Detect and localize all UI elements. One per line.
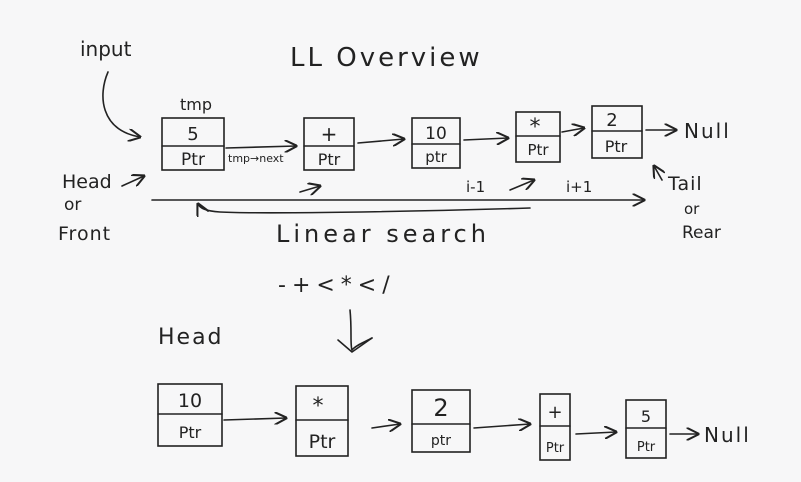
bottom-node-3: 2 ptr xyxy=(411,389,471,453)
bottom-node-4-value: + xyxy=(547,402,562,423)
search-label: Linear search xyxy=(276,220,490,248)
top-node-4-value: * xyxy=(530,115,541,140)
bottom-node-5-value: 5 xyxy=(641,407,651,426)
input-label: input xyxy=(80,37,132,61)
bottom-node-5-ptr: Ptr xyxy=(637,440,656,455)
bottom-node-3-ptr: ptr xyxy=(431,433,451,449)
top-node-3-value: 10 xyxy=(425,124,447,144)
top-node-1: 5 Ptr xyxy=(161,117,225,171)
top-arrow-4 xyxy=(561,128,584,132)
tmp-next-label: tmp→next xyxy=(228,152,284,165)
top-node-3: 10 ptr xyxy=(411,117,461,169)
i-minus-1-label: i-1 xyxy=(466,178,485,196)
top-node-2-ptr: Ptr xyxy=(318,150,341,169)
i-minus-1-arrow xyxy=(509,180,534,191)
top-node-5-ptr: Ptr xyxy=(605,137,628,156)
top-node-3-ptr: ptr xyxy=(425,148,447,166)
top-node-2-value: + xyxy=(321,122,338,146)
rear-label: Rear xyxy=(682,223,721,243)
tail-label: Tail xyxy=(667,173,703,195)
bottom-node-2: * Ptr xyxy=(295,385,349,457)
bottom-node-2-value: * xyxy=(313,394,324,419)
or-label-right: or xyxy=(684,200,700,218)
top-node-1-ptr: Ptr xyxy=(181,150,205,170)
top-null-label: Null xyxy=(684,119,731,143)
expression-label: -+<*</ xyxy=(278,273,396,298)
top-arrow-3 xyxy=(463,138,508,140)
bottom-arrow-2 xyxy=(371,424,400,428)
head-label: Head xyxy=(62,171,112,193)
input-arrow xyxy=(102,71,140,137)
bottom-node-1-value: 10 xyxy=(178,390,202,412)
bottom-null-label: Null xyxy=(704,423,751,447)
front-label: Front xyxy=(58,223,111,245)
i-plus-1-label: i+1 xyxy=(566,178,592,196)
bottom-node-2-ptr: Ptr xyxy=(309,431,336,453)
bottom-node-1-ptr: Ptr xyxy=(179,423,202,442)
bottom-node-3-value: 2 xyxy=(433,394,448,422)
bottom-arrow-3 xyxy=(473,424,530,428)
top-node-1-value: 5 xyxy=(187,124,198,145)
tmp-label: tmp xyxy=(180,95,212,114)
head-arrow xyxy=(121,176,144,187)
bottom-head-label: Head xyxy=(158,325,224,350)
diagram-title: LL Overview xyxy=(290,43,483,73)
search-return-arrow xyxy=(198,204,531,213)
top-node-5-value: 2 xyxy=(606,110,617,131)
top-node-2: + Ptr xyxy=(303,117,355,171)
transform-arrow xyxy=(349,309,373,351)
top-node-4-ptr: Ptr xyxy=(527,141,549,159)
top-node-5: 2 Ptr xyxy=(591,105,643,159)
top-arrow-1 xyxy=(225,146,296,148)
bottom-node-1: 10 Ptr xyxy=(157,383,223,447)
bottom-arrow-1 xyxy=(223,418,286,420)
or-label-left: or xyxy=(64,195,81,215)
bottom-node-5: 5 Ptr xyxy=(625,399,667,459)
transform-arrow-head xyxy=(337,337,373,353)
tail-arrow xyxy=(654,166,662,181)
bottom-arrow-4 xyxy=(575,432,616,434)
bottom-node-4-ptr: Ptr xyxy=(546,441,565,456)
top-node-4: * Ptr xyxy=(515,111,561,163)
traversal-tick-arrow xyxy=(299,186,320,192)
bottom-node-4: + Ptr xyxy=(539,393,571,461)
top-arrow-2 xyxy=(357,139,404,143)
